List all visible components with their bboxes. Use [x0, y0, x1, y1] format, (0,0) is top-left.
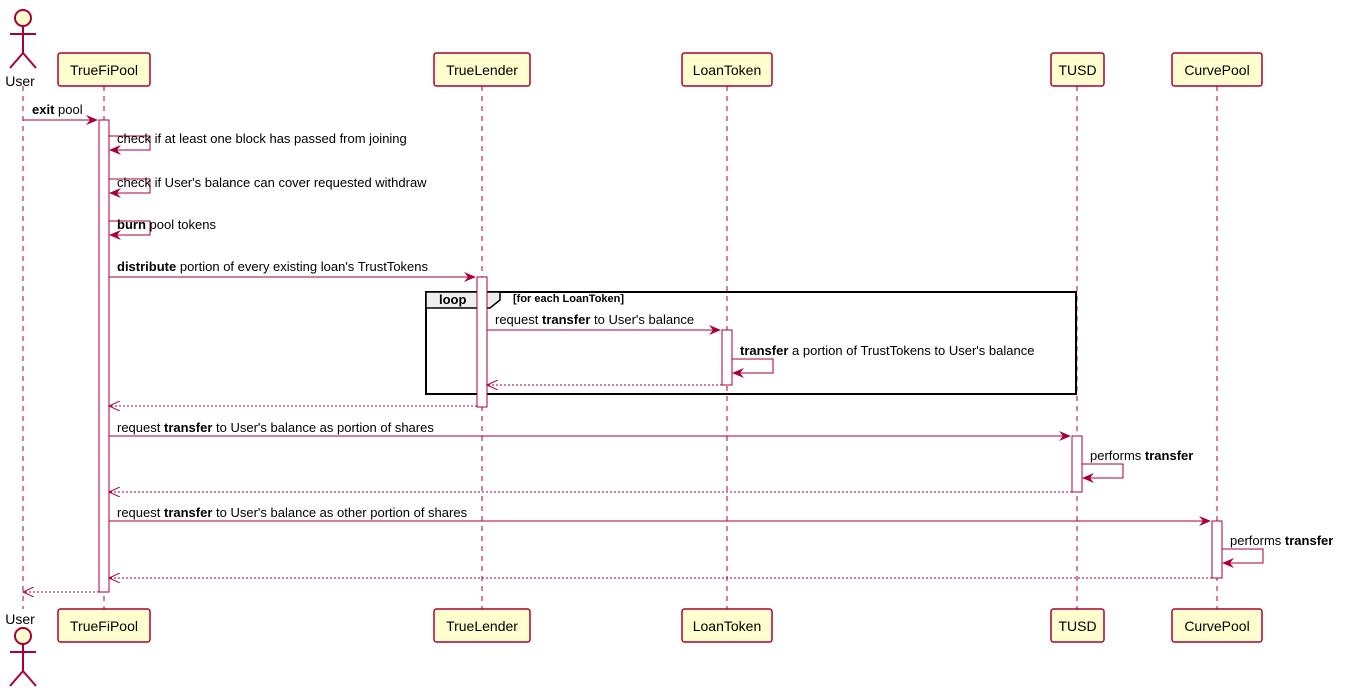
- message-6-truelender-to-loantoken: request transfer to User's balance: [487, 312, 721, 335]
- message-4-truefipool-to-truefipool: burn pool tokens: [109, 217, 216, 240]
- messages: exit pool check if at least one block has…: [23, 102, 1333, 592]
- participant-label: TUSD: [1058, 618, 1096, 634]
- participant-box: [681, 608, 773, 643]
- message-14-curvepool-to-curvepool: performs transfer: [1222, 533, 1333, 568]
- activation-bar-curvepool: [1211, 520, 1223, 579]
- participant-box: [1050, 52, 1105, 87]
- self-message-arrow: [109, 220, 151, 240]
- loop-frame-border: [425, 291, 1077, 395]
- message-label: exit pool: [32, 102, 83, 117]
- participant-user-label-top: User: [5, 73, 35, 89]
- activation-bars: [98, 119, 1223, 593]
- self-message-arrow: [1222, 548, 1264, 568]
- activation-bar-tusd: [1071, 435, 1083, 493]
- message-label: request transfer to User's balance: [495, 312, 694, 327]
- message-label: distribute portion of every existing loa…: [117, 259, 429, 274]
- participant-label: CurvePool: [1184, 62, 1249, 78]
- lifelines: [22, 86, 1218, 609]
- activation-bar-loantoken: [721, 329, 733, 386]
- participant-label: LoanToken: [693, 618, 762, 634]
- actor-stick-figure-icon: [9, 627, 37, 687]
- message-11-tusd-to-tusd: performs transfer: [1082, 448, 1193, 483]
- participant-loantoken-bottom: LoanToken: [681, 608, 773, 643]
- participant-truefipool-top: TrueFiPool: [57, 52, 151, 87]
- message-2-truefipool-to-truefipool: check if at least one block has passed f…: [109, 131, 407, 155]
- message-label: burn pool tokens: [117, 217, 216, 232]
- participant-label: TrueLender: [446, 62, 518, 78]
- message-label: check if at least one block has passed f…: [117, 131, 407, 146]
- self-message-arrow: [109, 178, 151, 198]
- self-message-arrow: [732, 358, 774, 378]
- participant-curvepool-top: CurvePool: [1171, 52, 1263, 87]
- activation-bar-truefipool: [98, 119, 110, 593]
- participant-box: [57, 52, 151, 87]
- message-label: request transfer to User's balance as ot…: [117, 505, 468, 520]
- participant-box: [1171, 52, 1263, 87]
- message-label: transfer a portion of TrustTokens to Use…: [740, 343, 1034, 358]
- participant-user-label-bottom: User: [5, 611, 35, 627]
- loop-condition: [for each LoanToken]: [513, 293, 624, 305]
- participant-truefipool-bottom: TrueFiPool: [57, 608, 151, 643]
- participant-box: [433, 608, 531, 643]
- participant-box: [681, 52, 773, 87]
- message-7-loantoken-to-loantoken: transfer a portion of TrustTokens to Use…: [732, 343, 1034, 378]
- participant-truelender-top: TrueLender: [433, 52, 531, 87]
- self-message-arrow: [1082, 463, 1124, 483]
- loop-keyword: loop: [439, 292, 466, 307]
- message-1-user-to-truefipool: exit pool: [23, 102, 98, 125]
- participant-heads: TrueFiPoolTrueFiPoolTrueLenderTrueLender…: [5, 9, 1263, 687]
- participant-box: [433, 52, 531, 87]
- message-13-truefipool-to-curvepool: request transfer to User's balance as ot…: [109, 505, 1211, 526]
- participant-loantoken-top: LoanToken: [681, 52, 773, 87]
- message-label: performs transfer: [1230, 533, 1333, 548]
- participant-label: CurvePool: [1184, 618, 1249, 634]
- self-message-arrow: [109, 135, 151, 155]
- participant-label: TrueFiPool: [70, 62, 138, 78]
- participant-box: [1171, 608, 1263, 643]
- participant-label: TrueLender: [446, 618, 518, 634]
- participant-box: [1050, 608, 1105, 643]
- actor-stick-figure-icon: [9, 9, 37, 69]
- participant-box: [57, 608, 151, 643]
- message-3-truefipool-to-truefipool: check if User's balance can cover reques…: [109, 175, 427, 198]
- message-10-truefipool-to-tusd: request transfer to User's balance as po…: [109, 420, 1071, 441]
- participant-tusd-top: TUSD: [1050, 52, 1105, 87]
- message-label: performs transfer: [1090, 448, 1193, 463]
- participant-curvepool-bottom: CurvePool: [1171, 608, 1263, 643]
- message-label: request transfer to User's balance as po…: [117, 420, 434, 435]
- message-label: check if User's balance can cover reques…: [117, 175, 427, 190]
- activation-bar-truelender: [476, 276, 488, 408]
- participant-tusd-bottom: TUSD: [1050, 608, 1105, 643]
- message-5-truefipool-to-truelender: distribute portion of every existing loa…: [109, 259, 476, 282]
- participant-label: LoanToken: [693, 62, 762, 78]
- participant-label: TrueFiPool: [70, 618, 138, 634]
- participant-label: TUSD: [1058, 62, 1096, 78]
- participant-truelender-bottom: TrueLender: [433, 608, 531, 643]
